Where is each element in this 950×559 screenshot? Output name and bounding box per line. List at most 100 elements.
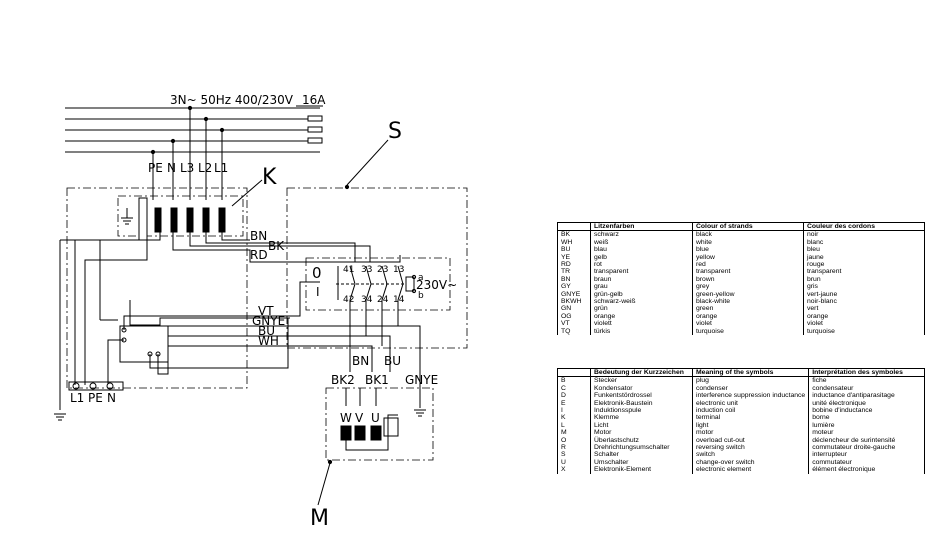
colour-table-row-de: violett	[590, 320, 693, 328]
symbol-table-header: Bedeutung der Kurzzeichen Meaning of the…	[557, 367, 925, 378]
colour-table-row-code: VT	[557, 320, 591, 328]
wire-label-bk: BK	[268, 239, 285, 253]
colour-table-row-code: OG	[557, 312, 591, 321]
wire-label-wh: WH	[258, 334, 279, 348]
colour-table-row-en: white	[692, 238, 804, 247]
colour-table-row-code: TR	[557, 268, 591, 276]
colour-table-row-de: schwarz-weiß	[590, 298, 693, 306]
contact-34: 34	[361, 295, 373, 305]
symbol-table-row-en: electronic element	[691, 466, 810, 474]
motor-feed-bn: BN	[352, 354, 369, 368]
contact-24: 24	[377, 295, 389, 305]
component-k-label: K	[262, 165, 277, 190]
colour-table-row-code: GY	[557, 283, 591, 291]
motor-feed-bu: BU	[384, 354, 401, 368]
colour-table-row-en: black	[692, 230, 804, 239]
colour-table-row-en: grey	[692, 283, 804, 291]
colour-table-row-en: brown	[692, 275, 804, 284]
symbol-table-header-code	[557, 367, 591, 378]
motor-wire-bk2: BK2	[331, 373, 355, 387]
symbol-table-header-de: Bedeutung der Kurzzeichen	[590, 367, 693, 378]
symbol-table-row-en: switch	[691, 451, 810, 459]
symbol-table-row-de: Motor	[590, 429, 693, 437]
colour-table-row-fr: transparent	[803, 268, 925, 276]
contact-42: 42	[343, 295, 354, 305]
symbol-table-row-fr: commutateur	[808, 458, 925, 467]
terminal-label-l3: L3	[180, 161, 194, 175]
terminal-label-n: N	[167, 161, 176, 175]
symbol-table-row-code: C	[557, 384, 591, 393]
winding-w: W	[340, 411, 352, 425]
symbol-table-row-de: Funkentstördrossel	[590, 392, 693, 400]
colour-table-row-fr: gris	[803, 283, 925, 291]
symbol-table-row-code: E	[557, 399, 591, 408]
symbol-table-row-fr: déclencheur de surintensité	[808, 436, 925, 445]
colour-table-row-de: weiß	[590, 238, 693, 247]
colour-table-row-en: yellow	[692, 253, 804, 262]
colour-table-row-de: grün-gelb	[590, 290, 693, 299]
contact-14: 14	[393, 295, 405, 305]
symbol-table-row-code: X	[557, 466, 591, 474]
colour-table-row-code: GN	[557, 305, 591, 313]
wire-label-rd: RD	[250, 248, 268, 262]
colour-table-row-fr: vert	[803, 305, 925, 313]
colour-table-row-de: schwarz	[590, 230, 693, 239]
wire-label-bu: BU	[258, 324, 275, 338]
coil-b-label: b	[418, 291, 424, 301]
colour-table-row-de: blau	[590, 246, 693, 254]
motor-wire-bk1: BK1	[365, 373, 389, 387]
colour-table-row-en: black-white	[692, 298, 804, 306]
symbol-table-row-fr: commutateur droite-gauche	[808, 444, 925, 452]
colour-table-row-de: transparent	[590, 268, 693, 276]
contact-41: 41	[343, 265, 354, 275]
colour-table-header-fr: Couleur des cordons	[803, 221, 925, 232]
colour-table-row-code: GNYE	[557, 290, 591, 299]
symbol-table-row-code: B	[557, 376, 591, 385]
colour-table-row-en: red	[692, 261, 804, 269]
wire-label-vt: VT	[258, 304, 274, 318]
colour-table-row-fr: brun	[803, 275, 925, 284]
symbol-table-row-en: reversing switch	[691, 444, 810, 452]
symbol-table-row-code: R	[557, 444, 591, 452]
winding-u: U	[371, 411, 380, 425]
colour-table-header-code	[557, 221, 591, 232]
colour-table-row-fr: violet	[803, 320, 925, 328]
symbol-table-row-de: Klemme	[590, 414, 693, 422]
switch-on-label: I	[316, 285, 320, 299]
colour-table-header-de: Litzenfarben	[590, 221, 693, 232]
colour-table-row-code: BN	[557, 275, 591, 284]
terminal-label-l2: L2	[198, 161, 212, 175]
symbol-table-row-en: condenser	[691, 384, 810, 393]
fuse-label: 16A	[302, 93, 326, 107]
symbol-table-row-de: Stecker	[590, 376, 693, 385]
colour-table-row-fr: vert-jaune	[803, 290, 925, 299]
symbol-table-header-en: Meaning of the symbols	[691, 367, 810, 378]
symbol-table-row-de: Elektronik-Element	[590, 466, 693, 474]
colour-table-row-en: transparent	[692, 268, 804, 276]
coil-a-label: a	[418, 273, 424, 283]
bottom-terminal-n: N	[107, 391, 116, 405]
coil-voltage-label: 230V~	[416, 278, 457, 292]
colour-table-row-fr: noir-blanc	[803, 298, 925, 306]
bottom-terminal-pe: PE	[88, 391, 103, 405]
symbol-table-row-code: I	[557, 407, 591, 415]
symbol-table-row-en: terminal	[691, 414, 810, 422]
contact-13: 13	[393, 265, 404, 275]
colour-table-row-de: rot	[590, 261, 693, 269]
symbol-table-row-de: Induktionsspule	[590, 407, 693, 415]
colour-table-row-code: BU	[557, 246, 591, 254]
